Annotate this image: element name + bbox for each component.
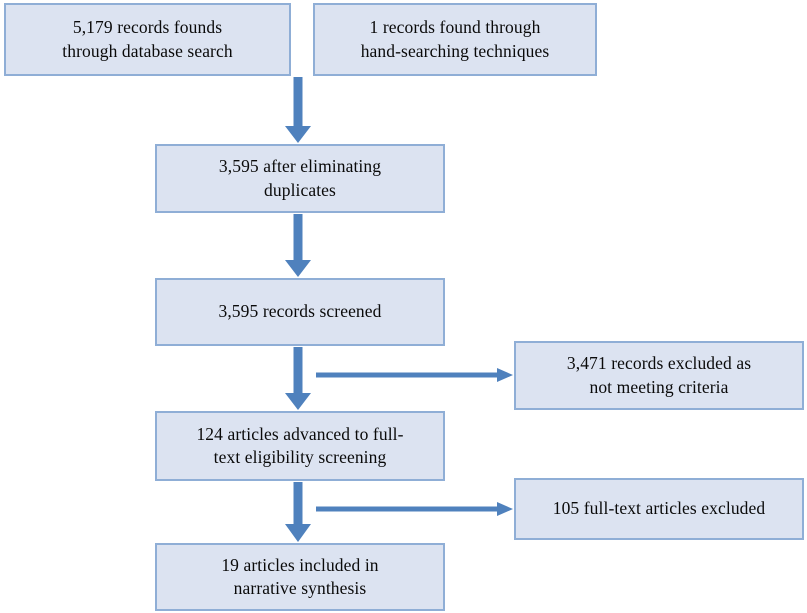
box-after-duplicates-wrap: 3,595 after eliminating duplicates	[165, 155, 435, 201]
arrow-merge-to-duplicates	[285, 77, 311, 143]
box-records-excluded: 3,471 records excluded as not meeting cr…	[514, 341, 804, 410]
arrow-screened-to-excluded	[316, 368, 513, 382]
box-after-duplicates: 3,595 after eliminating duplicates	[155, 144, 445, 213]
box-full-text-eligibility-l2: text eligibility screening	[213, 447, 387, 467]
box-database-records-l2: through database search	[62, 40, 233, 61]
box-database-records-wrap: 5,179 records founds through database se…	[14, 16, 281, 62]
box-records-screened: 3,595 records screened	[155, 278, 445, 346]
box-hand-search-records-l1: 1 records found through	[369, 17, 541, 38]
box-records-excluded-l1: 3,471 records excluded as	[566, 353, 752, 374]
box-database-records: 5,179 records founds through database se…	[4, 3, 291, 76]
box-records-excluded-wrap: 3,471 records excluded as not meeting cr…	[524, 352, 794, 398]
arrow-duplicates-to-screened	[285, 214, 311, 277]
box-hand-search-records-l2: hand-searching techniques	[360, 40, 550, 61]
box-records-excluded-l2: not meeting criteria	[589, 376, 729, 397]
box-after-duplicates-l1: 3,595 after eliminating	[218, 156, 382, 177]
box-included-synthesis-l1: 19 articles included in	[221, 554, 379, 575]
arrow-fulltext-to-included	[285, 482, 311, 542]
box-full-text-eligibility: 124 articles advanced to full- text elig…	[155, 411, 445, 481]
box-hand-search-records: 1 records found through hand-searching t…	[313, 3, 597, 76]
box-full-text-excluded: 105 full-text articles excluded	[514, 478, 804, 540]
box-included-synthesis-wrap: 19 articles included in narrative synthe…	[165, 554, 435, 600]
arrow-fulltext-to-excluded	[316, 502, 513, 516]
box-records-screened-l1: 3,595 records screened	[218, 301, 382, 322]
box-included-synthesis-l2: narrative synthesis	[233, 578, 367, 598]
box-included-synthesis: 19 articles included in narrative synthe…	[155, 543, 445, 611]
box-database-records-l1: 5,179 records founds	[72, 17, 223, 38]
box-after-duplicates-l2: duplicates	[264, 179, 336, 200]
box-hand-search-records-wrap: 1 records found through hand-searching t…	[323, 16, 587, 62]
box-full-text-excluded-l1: 105 full-text articles excluded	[552, 498, 766, 519]
box-full-text-eligibility-wrap: 124 articles advanced to full- text elig…	[165, 423, 435, 469]
arrow-screened-to-fulltext	[285, 347, 311, 410]
box-full-text-eligibility-l1: 124 articles advanced to full-	[196, 423, 404, 444]
